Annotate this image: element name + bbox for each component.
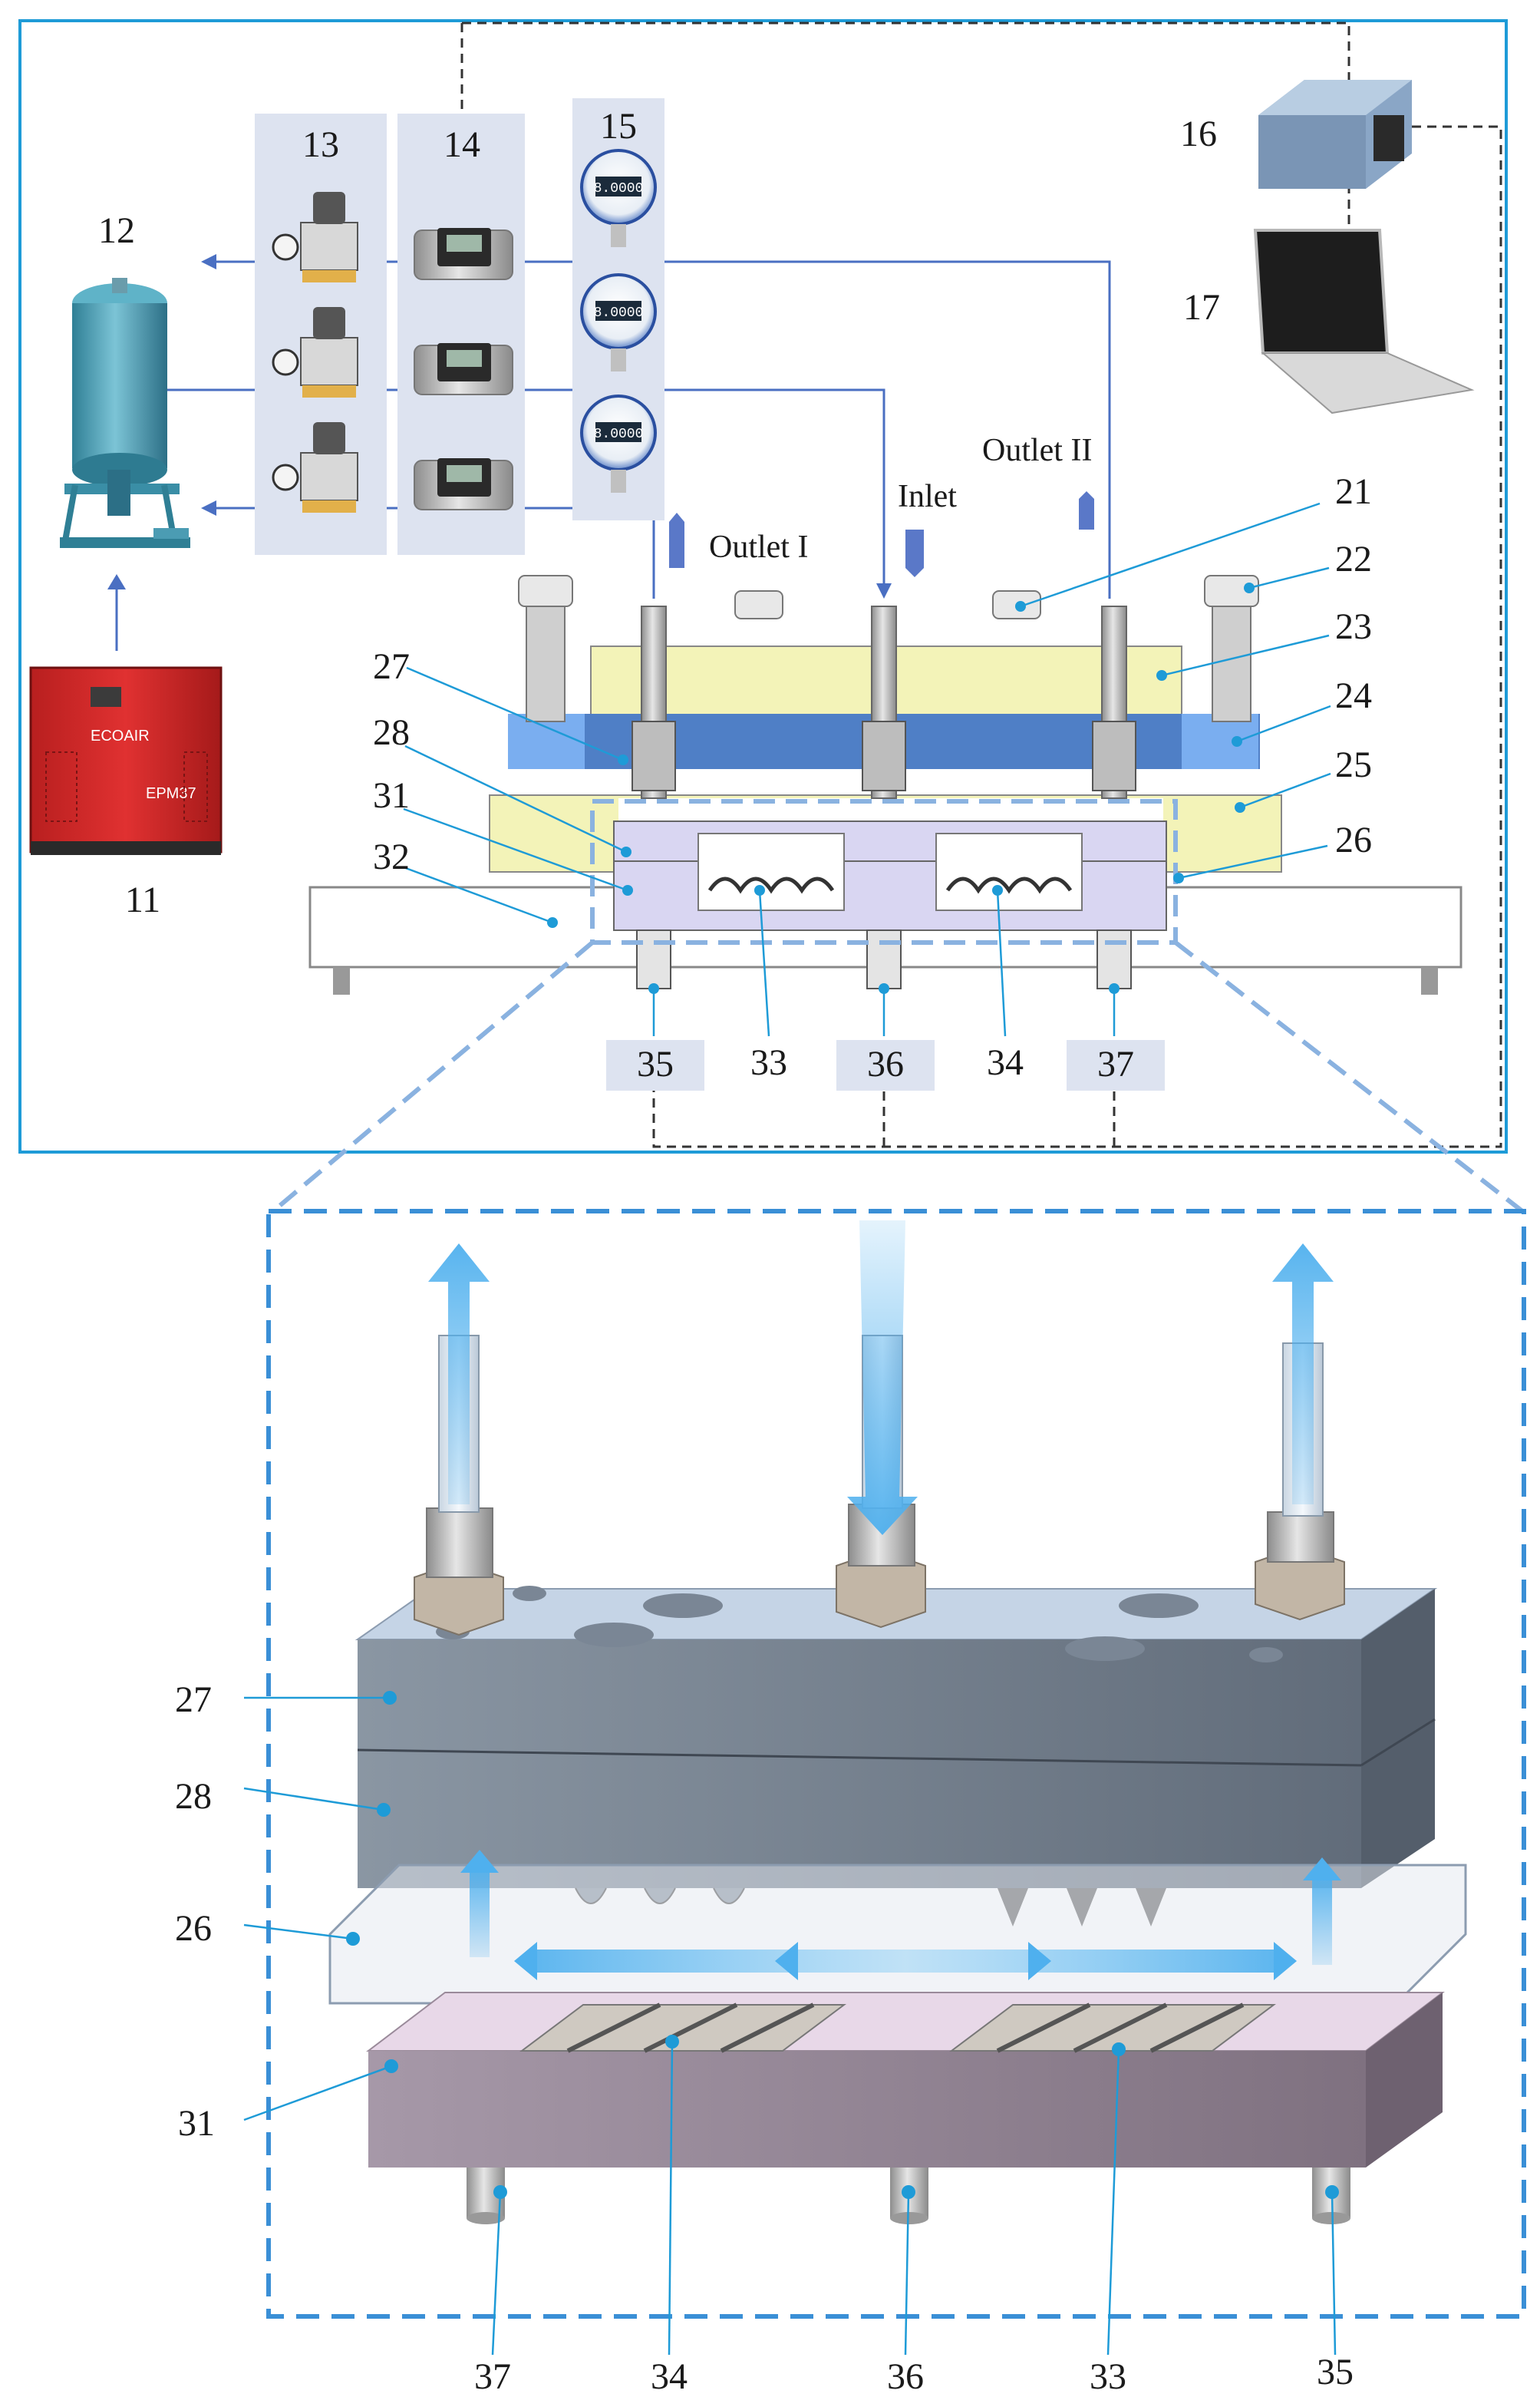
label-25: 25 [1335,745,1372,785]
digital-pressure-gauges: 8.0000 8.0000 8.0000 [580,149,657,493]
detail-label-26: 26 [175,1908,212,1949]
detail-frame [266,1209,1526,2319]
zoom-line-left [272,940,594,1213]
sensor-box-37 [1067,1040,1165,1091]
inlet-flow-arrow-icon [905,530,924,577]
label-36: 36 [867,1044,904,1085]
compressor-brand: ECOAIR [91,728,150,745]
label-23: 23 [1335,606,1372,647]
label-35: 35 [637,1044,674,1085]
outlet1-label: Outlet I [709,530,808,565]
label-11: 11 [125,880,160,920]
label-33: 33 [750,1042,787,1083]
outlet2-label: Outlet II [982,433,1092,468]
zoom-line-right [1174,940,1524,1213]
chip-cover-28 [613,820,1167,862]
label-16: 16 [1180,114,1217,154]
exploded-chip-assembly [328,1220,1467,2224]
outlet1-arrow-icon [669,513,684,568]
label-17: 17 [1183,287,1220,328]
label-12: 12 [98,210,135,251]
sensor-box-36 [836,1040,935,1091]
flow-labels: Outlet I Inlet Outlet II [709,433,1092,565]
label-28: 28 [373,712,410,753]
compressor-model: EPM37 [146,785,196,802]
laptop [1253,229,1475,414]
label-27: 27 [373,646,410,687]
return-arrow-top-icon [201,254,216,269]
leader-lines-detail [243,1696,1337,2356]
label-13: 13 [302,124,339,165]
leader-lines-top [403,502,1331,1037]
detail-label-28: 28 [175,1776,212,1817]
detail-label-33: 33 [1090,2356,1126,2397]
leader-dots-detail [346,1691,1339,2199]
inlet-arrow-icon [876,583,892,599]
label-37: 37 [1097,1044,1134,1085]
label-22: 22 [1335,539,1372,579]
detail-number-labels: 27 28 26 31 37 34 36 33 35 [175,1679,1354,2397]
label-32: 32 [373,837,410,877]
compressor-arrow-icon [107,574,126,589]
signal-wiring [460,21,1502,1148]
label-14: 14 [444,124,480,165]
air-tank [60,278,190,548]
detail-label-36: 36 [887,2356,924,2397]
daq-device [1258,80,1412,189]
inlet-flow-down-icon [847,1220,918,1535]
detail-label-27: 27 [175,1679,212,1720]
pressure-regulators [272,192,358,513]
label-15: 15 [600,106,637,147]
detail-label-35: 35 [1317,2352,1354,2392]
gasket-26 [328,1864,1467,2005]
air-compressor: ECOAIR EPM37 [29,666,223,855]
label-26: 26 [1335,820,1372,860]
part-number-labels: 11 12 13 14 15 16 17 21 22 23 24 25 26 2… [98,106,1372,1085]
outlet2-arrow-icon [1079,491,1094,530]
svg-text:8.0000: 8.0000 [594,181,644,196]
sensor-box-35 [606,1040,704,1091]
label-31: 31 [373,775,410,816]
detail-label-31: 31 [178,2103,215,2144]
svg-text:8.0000: 8.0000 [594,305,644,321]
detail-region-box [590,799,1178,945]
detail-label-37: 37 [474,2356,511,2397]
outlet-flow-left-icon [428,1243,490,1504]
svg-text:8.0000: 8.0000 [594,427,644,442]
label-34: 34 [987,1042,1024,1083]
chip-base-31 [613,860,1167,931]
test-rig [308,575,1463,995]
leader-dots-top [547,583,1255,994]
flowmeters [414,228,513,510]
return-arrow-bottom-icon [201,500,216,516]
label-24: 24 [1335,675,1372,716]
inlet-label: Inlet [898,479,957,514]
label-21: 21 [1335,471,1372,512]
detail-label-34: 34 [651,2356,688,2397]
outlet-flow-right-icon [1272,1243,1334,1504]
setup-frame [18,19,1508,1154]
